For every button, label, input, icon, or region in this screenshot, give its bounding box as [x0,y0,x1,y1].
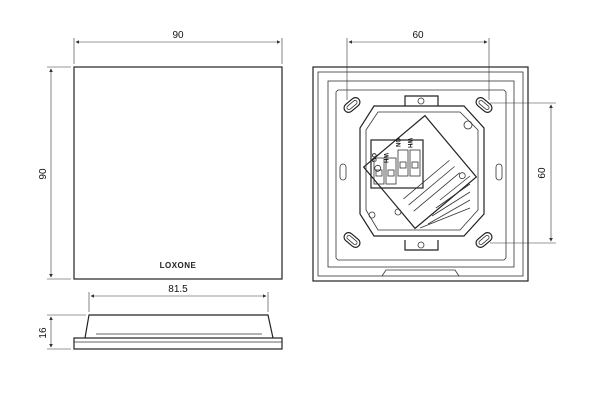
front-height-dimension: 90 [38,66,71,280]
terminal-block: OG WH GN WH [370,138,424,189]
side-width-label: 81.5 [168,284,188,295]
terminal-1 [373,157,385,185]
back-outer-frame [312,66,529,282]
front-width-dimension: 90 [73,30,283,64]
terminal-3 [397,149,409,177]
side-depth-label: 16 [38,327,49,339]
side-slot-left [339,163,347,181]
circuit-board [362,114,478,230]
back-vertical-dimension: 60 [490,102,556,244]
side-body [84,314,274,339]
side-slot-right [495,163,503,181]
side-width-dimension: 81.5 [88,284,269,312]
mounting-slot-top-right [475,97,493,113]
terminal-label-wh-2: WH [406,138,412,148]
front-view: 90 90 LOXONE [38,30,283,280]
side-base-plate [73,337,283,350]
mounting-slot-bottom-left [343,232,361,248]
ventilation-slots [419,175,471,229]
central-module [359,105,485,237]
front-width-label: 90 [172,30,184,41]
back-horizontal-dimension: 60 [346,30,490,100]
back-view: OG WH GN WH 60 60 [312,30,556,282]
side-depth-dimension: 16 [38,314,86,350]
mounting-slot-bottom-right [475,232,493,248]
back-vertical-label: 60 [537,167,548,179]
terminal-2 [385,157,397,185]
screw-hole-bottom-center [394,208,402,216]
top-mounting-tab [404,95,439,106]
bottom-mounting-tab [404,240,439,251]
terminal-4 [409,149,421,177]
front-height-label: 90 [38,168,49,180]
loxone-logo: LOXONE [160,261,197,270]
screw-hole-bottom-left [368,211,376,219]
back-horizontal-label: 60 [412,30,424,41]
terminal-label-og: OG [370,153,376,163]
terminal-label-gn: GN [394,138,400,147]
front-plate [73,66,283,280]
screw-hole-top-right [463,120,473,130]
terminal-label-wh-1: WH [382,153,388,163]
mounting-slot-top-left [343,97,361,113]
side-view: 81.5 16 [38,284,283,350]
